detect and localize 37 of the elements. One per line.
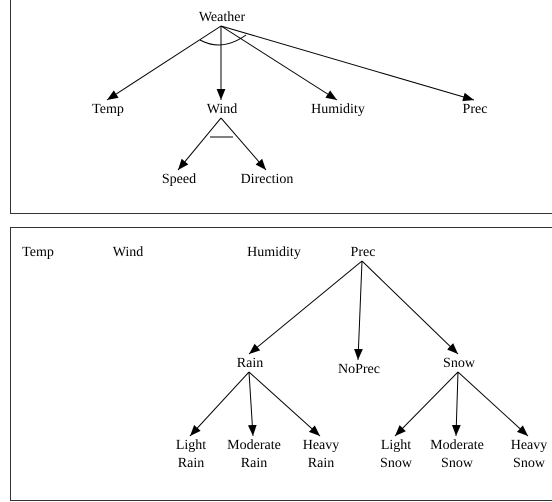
node-label: NoPrec [331,361,387,379]
arrow [106,26,222,100]
arrow [220,26,338,100]
node-label: Direction [234,171,300,189]
panel-frame [10,227,552,501]
arrow [178,118,222,170]
arrow [248,260,362,354]
arrow [458,372,528,436]
arrow [452,372,461,436]
node-label: Moderate Rain [220,437,288,475]
arrow [190,372,250,436]
node-label: Rain [231,355,269,373]
node-label: Humidity [304,101,372,119]
arrow [362,260,458,354]
arrow [394,372,458,436]
node-label: Humidity [240,244,308,262]
node-label: Prec [456,101,494,119]
node-label: Snow [438,355,480,373]
node-label: Weather [194,9,250,27]
node-label: Heavy Snow [506,437,552,475]
arrow [216,26,226,100]
node-label: Heavy Rain [297,437,345,475]
node-label: Wind [200,101,244,119]
node-label: Prec [344,244,382,262]
panel-frame [10,0,552,214]
arrow [248,372,257,436]
node-label: Light Rain [171,437,211,475]
arrow [248,372,320,436]
node-label: Moderate Snow [423,437,491,475]
node-label: Light Snow [374,437,418,475]
node-label: Temp [18,244,58,262]
arrow [354,260,363,360]
node-label: Speed [157,171,201,189]
arrow [220,26,474,102]
node-label: Wind [108,244,148,262]
node-label: Temp [88,101,128,119]
arrow [220,118,266,170]
